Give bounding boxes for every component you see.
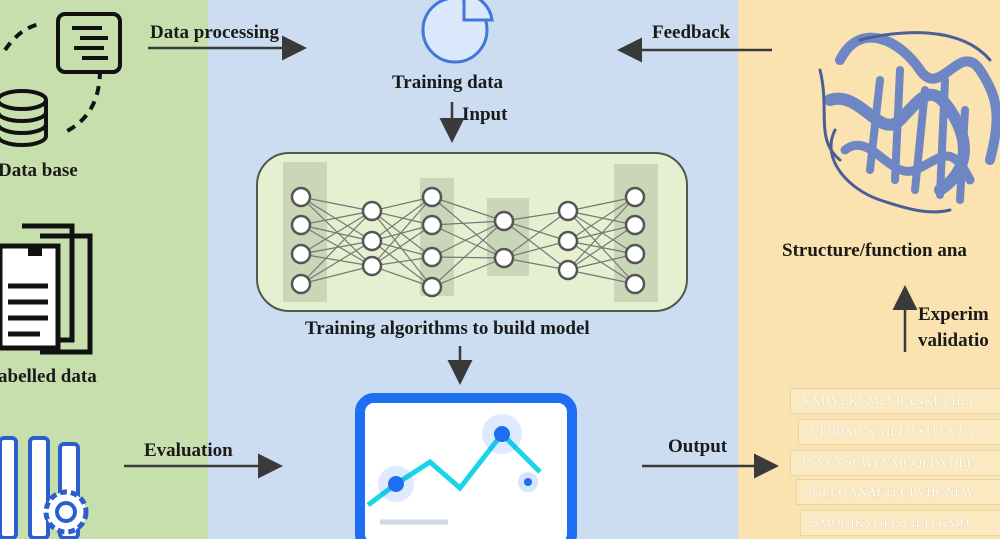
tools-gear-icon	[0, 436, 89, 539]
analysis-panel	[738, 0, 1000, 539]
nn-edge	[503, 210, 569, 259]
labelled-data-label: abelled data	[0, 366, 97, 387]
nn-edge	[300, 240, 373, 285]
nn-edge	[431, 220, 505, 258]
training-algorithms-label: Training algorithms to build model	[305, 318, 590, 339]
nn-edge	[431, 257, 505, 288]
experimental-label: Experim	[918, 304, 989, 325]
nn-node	[361, 230, 383, 252]
nn-edge	[371, 240, 433, 288]
nn-node	[624, 214, 646, 236]
nn-edge	[300, 196, 373, 212]
feedback-label: Feedback	[652, 22, 731, 43]
nn-node	[361, 255, 383, 277]
data-base-label: Data base	[0, 160, 78, 181]
nn-node	[290, 243, 312, 265]
nn-edge	[431, 256, 505, 259]
validation-label: validatio	[918, 330, 989, 351]
nn-node	[624, 273, 646, 295]
nn-node	[290, 214, 312, 236]
nn-edge	[371, 196, 433, 242]
nn-edge	[431, 220, 505, 288]
structure-function-label: Structure/function ana	[782, 240, 967, 261]
nn-node	[493, 247, 515, 269]
nn-edge	[371, 196, 433, 212]
sequence-3: ..FSYCYSCWEYMGQFDYDEF	[790, 450, 1000, 476]
nn-node	[493, 210, 515, 232]
sequence-5: ..SMDGIKYGPISLILTFKMD	[800, 510, 1000, 536]
nn-edge	[567, 269, 636, 285]
nn-edge	[371, 210, 433, 226]
nn-edge	[567, 210, 636, 226]
nn-edge	[431, 196, 505, 222]
nn-edge	[503, 220, 569, 242]
nn-edge	[300, 210, 373, 226]
labelled-documents-icon	[0, 223, 93, 355]
input-label: Input	[462, 104, 508, 125]
data-processing-label: Data processing	[150, 22, 279, 43]
nn-node	[421, 246, 443, 268]
nn-node	[421, 276, 443, 298]
nn-edge	[431, 196, 505, 259]
nn-edge	[503, 210, 569, 222]
nn-node	[557, 200, 579, 222]
nn-edge	[567, 224, 636, 271]
nn-edge	[371, 210, 433, 258]
nn-node	[557, 259, 579, 281]
nn-node	[421, 214, 443, 236]
nn-edge	[567, 196, 636, 242]
nn-edge	[371, 265, 433, 288]
nn-edge	[300, 196, 373, 242]
nn-edge	[431, 220, 505, 226]
database-icon	[0, 22, 102, 147]
protein-structure-icon	[818, 31, 1000, 214]
nn-node	[557, 230, 579, 252]
nn-edge	[503, 257, 569, 271]
nn-edge	[503, 240, 569, 259]
output-label: Output	[668, 436, 728, 457]
nn-edge	[567, 253, 636, 271]
nn-edge	[371, 196, 433, 267]
nn-edge	[300, 210, 373, 255]
nn-node	[361, 200, 383, 222]
nn-edge	[371, 224, 433, 242]
nn-edge	[567, 196, 636, 271]
nn-edge	[371, 224, 433, 267]
nn-edge	[300, 224, 373, 267]
nn-edge	[567, 196, 636, 212]
document-list-icon	[56, 12, 122, 74]
monitor-line-chart-icon	[355, 393, 577, 539]
nn-node	[290, 186, 312, 208]
nn-edge	[371, 240, 433, 258]
nn-node	[624, 186, 646, 208]
evaluation-label: Evaluation	[144, 440, 233, 461]
nn-edge	[431, 224, 505, 259]
neural-network-icon	[256, 152, 688, 312]
sequence-1: ..KNDYEKVMLVRANKEVHLI	[790, 388, 1000, 414]
nn-edge	[300, 253, 373, 267]
nn-node	[290, 273, 312, 295]
training-data-label: Training data	[392, 72, 504, 93]
nn-edge	[503, 220, 569, 271]
nn-edge	[300, 210, 373, 285]
nn-edge	[300, 265, 373, 285]
sequence-2: ..YPDRMVKAILFWSITVVVV	[798, 419, 1000, 445]
pie-chart-icon	[421, 0, 494, 64]
nn-edge	[300, 196, 373, 267]
sequence-4: ..IGLLGANAFTECPVHCNFW	[796, 479, 1000, 505]
nn-node	[624, 243, 646, 265]
nn-node	[421, 186, 443, 208]
